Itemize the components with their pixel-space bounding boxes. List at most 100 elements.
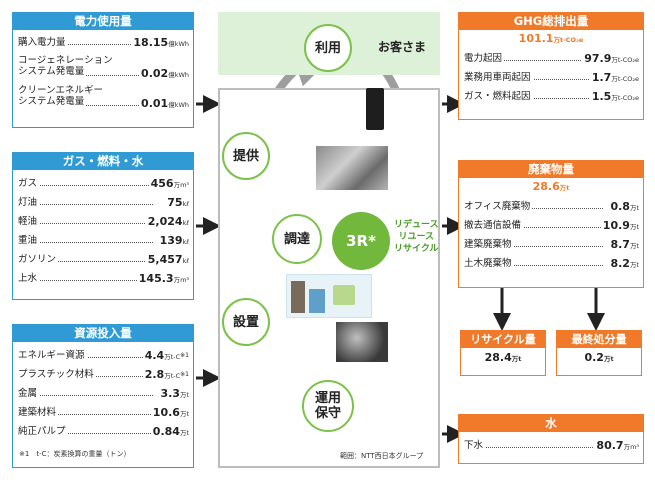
node-3r: 3R*	[332, 212, 390, 270]
equipment-photo	[316, 146, 388, 190]
row-label: 建築廃棄物	[464, 239, 514, 250]
router-device-image	[366, 88, 384, 130]
recycle-value: 28.4万t	[461, 348, 545, 369]
row-unit: 万t-C	[164, 372, 181, 380]
row-label: 建築材料	[18, 407, 59, 418]
scope-note: 範囲：NTT西日本グループ	[340, 452, 424, 460]
row-unit: 万m³	[623, 443, 639, 451]
row-label: 土木廃棄物	[464, 258, 514, 269]
row-value: 145.3	[138, 272, 174, 285]
row-label: 撤去通信設備	[464, 220, 524, 231]
list-item: 建築材料 10.6万t	[13, 403, 193, 424]
row-label: 金属	[18, 388, 40, 399]
row-value: 3.3	[160, 387, 180, 400]
final-value: 0.2万t	[557, 348, 641, 369]
list-item: 撤去通信設備 10.9万t	[459, 216, 643, 237]
row-value: 139	[159, 234, 183, 247]
row-label: プラスチック材料	[18, 369, 96, 380]
row-value: 10.9	[602, 219, 630, 232]
resources-footnote: ※1 t-C：炭素換算の重量（トン）	[19, 450, 131, 458]
row-label: コージェネレーション	[18, 55, 115, 66]
row-label: 純正パルプ	[18, 426, 68, 437]
row-unit: 万t	[179, 391, 189, 399]
final-disposal-box: 最終処分量 0.2万t	[556, 330, 642, 376]
list-item: 購入電力量 18.15億kWh	[13, 33, 193, 54]
ghg-title: GHG総排出量	[459, 13, 643, 30]
row-unit: kℓ	[182, 257, 189, 265]
list-item: クリーンエネルギー システム発電量 0.01億kWh	[13, 82, 193, 115]
row-footnote-mark: ※1	[180, 352, 189, 359]
node-3r-label: 3R*	[346, 232, 376, 250]
final-unit: 万t	[603, 355, 614, 363]
node-unyou-hoshu: 運用 保守	[302, 380, 354, 432]
row-label: ガス・燃料起因	[464, 91, 533, 102]
row-label: 灯油	[18, 197, 40, 208]
row-value: 0.8	[610, 200, 630, 213]
row-unit: 万t-CO₂e	[611, 75, 639, 83]
row-value: 4.4	[144, 349, 165, 362]
row-unit: 万t	[179, 410, 189, 418]
row-label: 軽油	[18, 216, 40, 227]
node-teikyou-label: 提供	[232, 148, 259, 164]
row-unit: 万t	[179, 429, 189, 437]
row-label: クリーンエネルギー	[18, 85, 106, 96]
r-list: リデュース リユース リサイクル	[394, 219, 439, 255]
row-value: 5,457	[147, 253, 183, 266]
row-unit: 万t	[629, 223, 639, 231]
r-recycle: リサイクル	[394, 244, 439, 254]
row-value: 97.9	[584, 52, 612, 65]
row-label: 購入電力量	[18, 37, 68, 48]
electricity-title: 電力使用量	[13, 13, 193, 30]
node-unyou-hoshu-label: 運用 保守	[314, 391, 341, 421]
node-setchi: 設置	[222, 298, 270, 346]
row-value: 1.5	[591, 90, 612, 103]
list-item: 金属 3.3万t	[13, 384, 193, 405]
final-value-num: 0.2	[584, 351, 604, 364]
row-unit: kℓ	[182, 200, 189, 208]
row-unit: 万t-CO₂e	[611, 94, 639, 102]
row-value: 8.7	[610, 238, 630, 251]
row-label: オフィス廃棄物	[464, 201, 533, 212]
list-item: 純正パルプ 0.84万t	[13, 422, 193, 443]
row-label: エネルギー資源	[18, 350, 87, 361]
row-value: 80.7	[596, 439, 624, 452]
list-item: ガソリン 5,457kℓ	[13, 250, 193, 271]
waste-total: 28.6万t	[459, 180, 643, 195]
row-value: 0.84	[152, 425, 180, 438]
row-unit: 万t-C	[164, 353, 181, 361]
row-unit: 億kWh	[168, 71, 189, 79]
row-label-2: システム発電量	[18, 96, 87, 107]
recycle-unit: 万t	[511, 355, 522, 363]
row-label: ガス	[18, 178, 40, 189]
row-label: ガソリン	[18, 254, 59, 265]
recycle-box: リサイクル量 28.4万t	[460, 330, 546, 376]
row-label: 電力起因	[464, 53, 505, 64]
list-item: コージェネレーション システム発電量 0.02億kWh	[13, 52, 193, 85]
waste-total-unit: 万t	[559, 184, 570, 192]
gas-title: ガス・燃料・水	[13, 153, 193, 170]
waste-total-value: 28.6	[532, 180, 560, 193]
node-teikyou: 提供	[222, 132, 270, 180]
ghg-total-value: 101.1	[518, 32, 554, 45]
row-value: 75	[167, 196, 183, 209]
row-unit: 万m³	[173, 181, 189, 189]
row-unit: kℓ	[182, 238, 189, 246]
ghg-total-unit: 万t-CO₂e	[553, 36, 584, 44]
node-riyou-label: 利用	[314, 40, 341, 56]
facility-illustration	[286, 274, 372, 318]
final-title: 最終処分量	[557, 331, 641, 348]
row-unit: kℓ	[182, 219, 189, 227]
customer-label: お客さま	[377, 40, 426, 54]
row-value: 18.15	[133, 36, 169, 49]
row-value: 10.6	[152, 406, 180, 419]
